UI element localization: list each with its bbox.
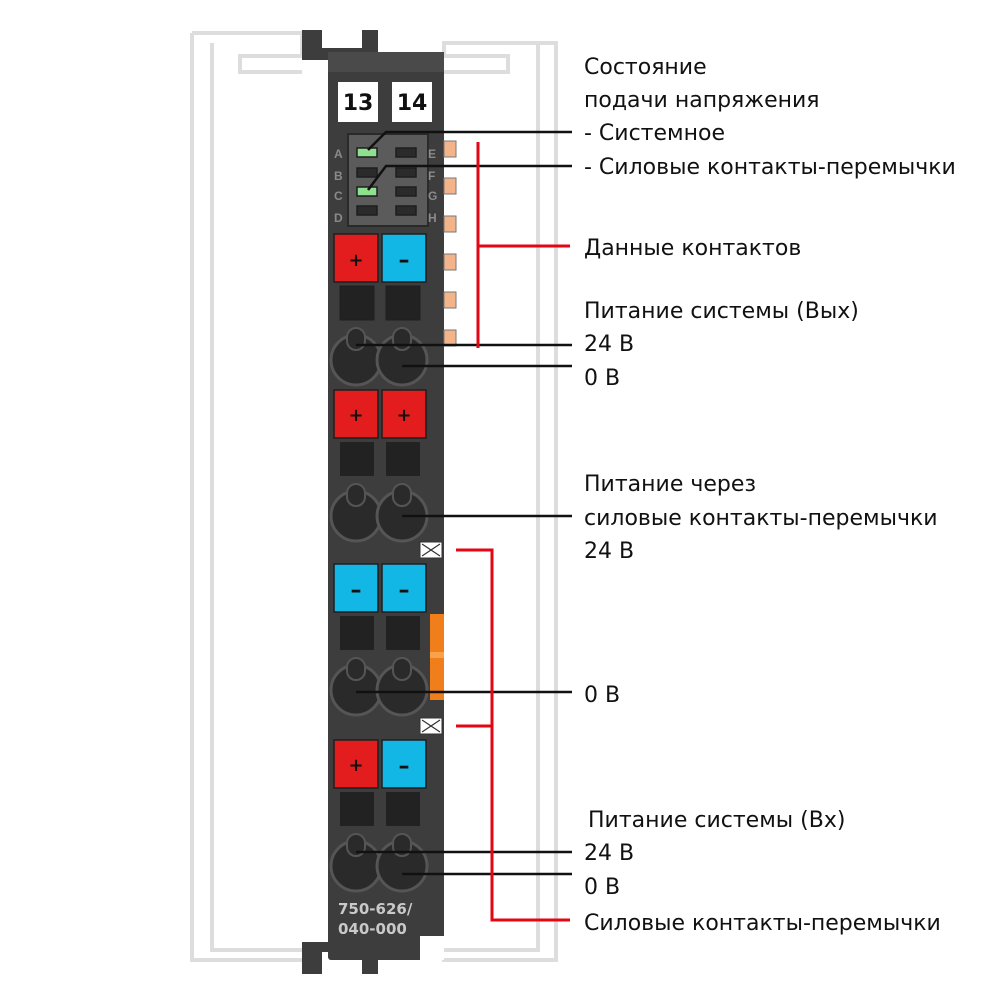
led-a	[356, 147, 378, 158]
system-out-0v: 0 В	[584, 366, 620, 391]
terminal-label-13	[338, 82, 378, 122]
led-label-d: D	[334, 211, 343, 225]
clamp-release-4b	[386, 792, 420, 826]
supply-status-power-jumpers: - Силовые контакты-перемычки	[584, 155, 956, 180]
power-jumper-bracket	[456, 548, 570, 922]
bottom-notch	[420, 936, 444, 960]
system-in-24v: 24 В	[584, 841, 634, 866]
clamp-release-2a	[340, 442, 374, 476]
led-b	[356, 167, 378, 178]
led-label-g: G	[428, 189, 437, 203]
clamp-release-1b	[385, 285, 421, 321]
wire-slot-1b	[392, 327, 412, 351]
led-d	[356, 205, 378, 216]
terminal-button-plus-2a	[333, 389, 379, 439]
data-contact-2	[443, 177, 457, 195]
data-contact-6	[443, 329, 457, 347]
leader-lines	[356, 130, 572, 876]
plus-sign: +	[396, 405, 411, 426]
jumper-marker-top-x	[421, 543, 441, 557]
supply-status-title-1: Состояние	[584, 55, 707, 80]
led-e	[395, 147, 417, 158]
wire-slot-3a	[346, 657, 366, 681]
power-jumper-contacts-label: Силовые контакты-перемычки	[584, 911, 941, 936]
led-label-b: B	[334, 169, 343, 183]
led-f	[395, 167, 417, 178]
data-contacts-bracket	[476, 142, 570, 348]
plus-sign: +	[348, 755, 363, 776]
led-label-c: C	[334, 189, 343, 203]
callout-brackets	[456, 142, 570, 922]
wire-slot-4a	[346, 833, 366, 857]
terminal-button-plus-1	[333, 233, 379, 283]
model-number-line-2: 040-000	[338, 920, 407, 938]
minus-sign: –	[399, 754, 410, 779]
power-jumper-blade-highlight	[430, 652, 444, 658]
led-label-h: H	[428, 211, 437, 225]
wire-slot-3b	[392, 657, 412, 681]
din-rail-outline	[190, 31, 558, 962]
led-h	[395, 205, 417, 216]
led-label-f: F	[428, 169, 435, 183]
terminal-button-minus-3a	[333, 563, 379, 613]
data-contact-4	[443, 253, 457, 271]
terminal-number-13: 13	[343, 91, 374, 116]
terminal-number-14: 14	[397, 91, 428, 116]
plus-sign: +	[348, 405, 363, 426]
terminal-label-14	[392, 82, 432, 122]
data-contacts-label: Данные контактов	[584, 236, 801, 261]
terminal-button-plus-4	[333, 739, 379, 789]
led-g	[395, 186, 417, 197]
supply-status-system: - Системное	[584, 121, 725, 146]
jumper-marker-bottom-x	[421, 719, 441, 733]
zero-v-label: 0 В	[584, 683, 620, 708]
terminal-button-plus-2b	[381, 389, 427, 439]
led-label-a: A	[334, 147, 343, 161]
minus-sign: –	[399, 248, 410, 273]
led-label-e: E	[428, 147, 436, 161]
data-contact-5	[443, 291, 457, 309]
jumper-supply-title-1: Питание через	[584, 472, 756, 497]
terminal-button-minus-1	[381, 233, 427, 283]
minus-sign: –	[351, 578, 362, 603]
jumper-supply-24v: 24 В	[584, 539, 634, 564]
clamp-release-4a	[340, 792, 374, 826]
system-in-0v: 0 В	[584, 875, 620, 900]
terminal-button-minus-4	[381, 739, 427, 789]
data-contact-1	[443, 140, 457, 158]
terminal-button-minus-3b	[381, 563, 427, 613]
leader-line-system-led	[367, 130, 572, 151]
clamp-release-1a	[339, 285, 375, 321]
plus-sign: +	[348, 250, 363, 271]
clamp-release-3b	[386, 616, 420, 650]
system-in-title: Питание системы (Вх)	[588, 808, 845, 833]
system-out-title: Питание системы (Вых)	[584, 299, 859, 324]
system-out-24v: 24 В	[584, 332, 634, 357]
minus-sign: –	[399, 578, 410, 603]
clamp-release-2b	[386, 442, 420, 476]
led-c	[356, 186, 378, 197]
jumper-supply-title-2: силовые контакты-перемычки	[584, 506, 938, 531]
data-contact-3	[443, 215, 457, 233]
wire-slot-4b	[392, 833, 412, 857]
wire-slot-2a	[346, 483, 366, 507]
clamp-release-3a	[340, 616, 374, 650]
model-number-line-1: 750-626/	[338, 900, 413, 918]
housing-top-strip	[328, 52, 444, 72]
wire-slot-2b	[392, 483, 412, 507]
supply-status-title-2: подачи напряжения	[584, 88, 820, 113]
wire-slot-1a	[346, 327, 366, 351]
leader-line-jumper-led	[367, 164, 572, 191]
